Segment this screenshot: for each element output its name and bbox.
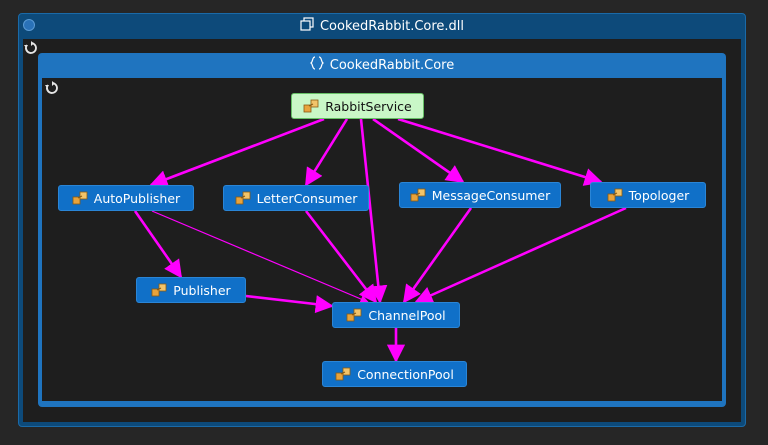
edge-Topologer-to-ChannelPool [414,206,627,304]
node-label: MessageConsumer [431,187,551,203]
node-publisher[interactable]: Publisher [136,277,246,303]
class-icon [607,188,623,202]
node-autopublisher[interactable]: AutoPublisher [58,185,194,211]
node-letterconsumer[interactable]: LetterConsumer [223,185,369,211]
class-icon [235,191,251,205]
node-label: Topologer [628,187,690,203]
class-icon [303,99,319,113]
edge-RabbitService-to-MessageConsumer [372,117,465,184]
node-label: ConnectionPool [357,366,454,382]
assembly-refresh-icon[interactable] [24,41,38,55]
assembly-collapse-button[interactable] [23,19,35,31]
edge-RabbitService-to-ChannelPool [359,118,388,304]
assembly-title: CookedRabbit.Core.dll [319,18,465,34]
namespace-icon [309,56,325,74]
edge-RabbitService-to-AutoPublisher [149,117,325,188]
namespace-header[interactable]: CookedRabbit.Core [38,53,726,77]
node-connectionpool[interactable]: ConnectionPool [322,361,467,387]
assembly-icon [300,17,314,35]
class-icon [335,367,351,381]
node-label: ChannelPool [368,307,446,323]
class-icon [410,188,426,202]
edge-AutoPublisher-to-ChannelPool [151,210,369,303]
node-rabbitservice[interactable]: RabbitService [291,93,424,119]
node-label: LetterConsumer [256,190,358,206]
node-label: RabbitService [325,98,412,114]
node-label: AutoPublisher [93,190,181,206]
namespace-title: CookedRabbit.Core [329,57,455,73]
class-icon [151,283,167,297]
namespace-refresh-icon[interactable] [45,81,59,95]
node-messageconsumer[interactable]: MessageConsumer [399,182,561,208]
assembly-header[interactable]: CookedRabbit.Core.dll [19,14,745,38]
class-icon [72,191,88,205]
edge-LetterConsumer-to-ChannelPool [304,210,378,304]
edge-Publisher-to-ChannelPool [245,294,334,314]
node-channelpool[interactable]: ChannelPool [332,302,460,328]
edge-MessageConsumer-to-ChannelPool [402,207,473,304]
edge-AutoPublisher-to-Publisher [133,210,183,279]
node-topologer[interactable]: Topologer [590,182,706,208]
node-label: Publisher [173,282,231,298]
edge-RabbitService-to-Topologer [397,117,603,186]
edge-RabbitService-to-LetterConsumer [304,118,349,187]
class-icon [346,308,362,322]
